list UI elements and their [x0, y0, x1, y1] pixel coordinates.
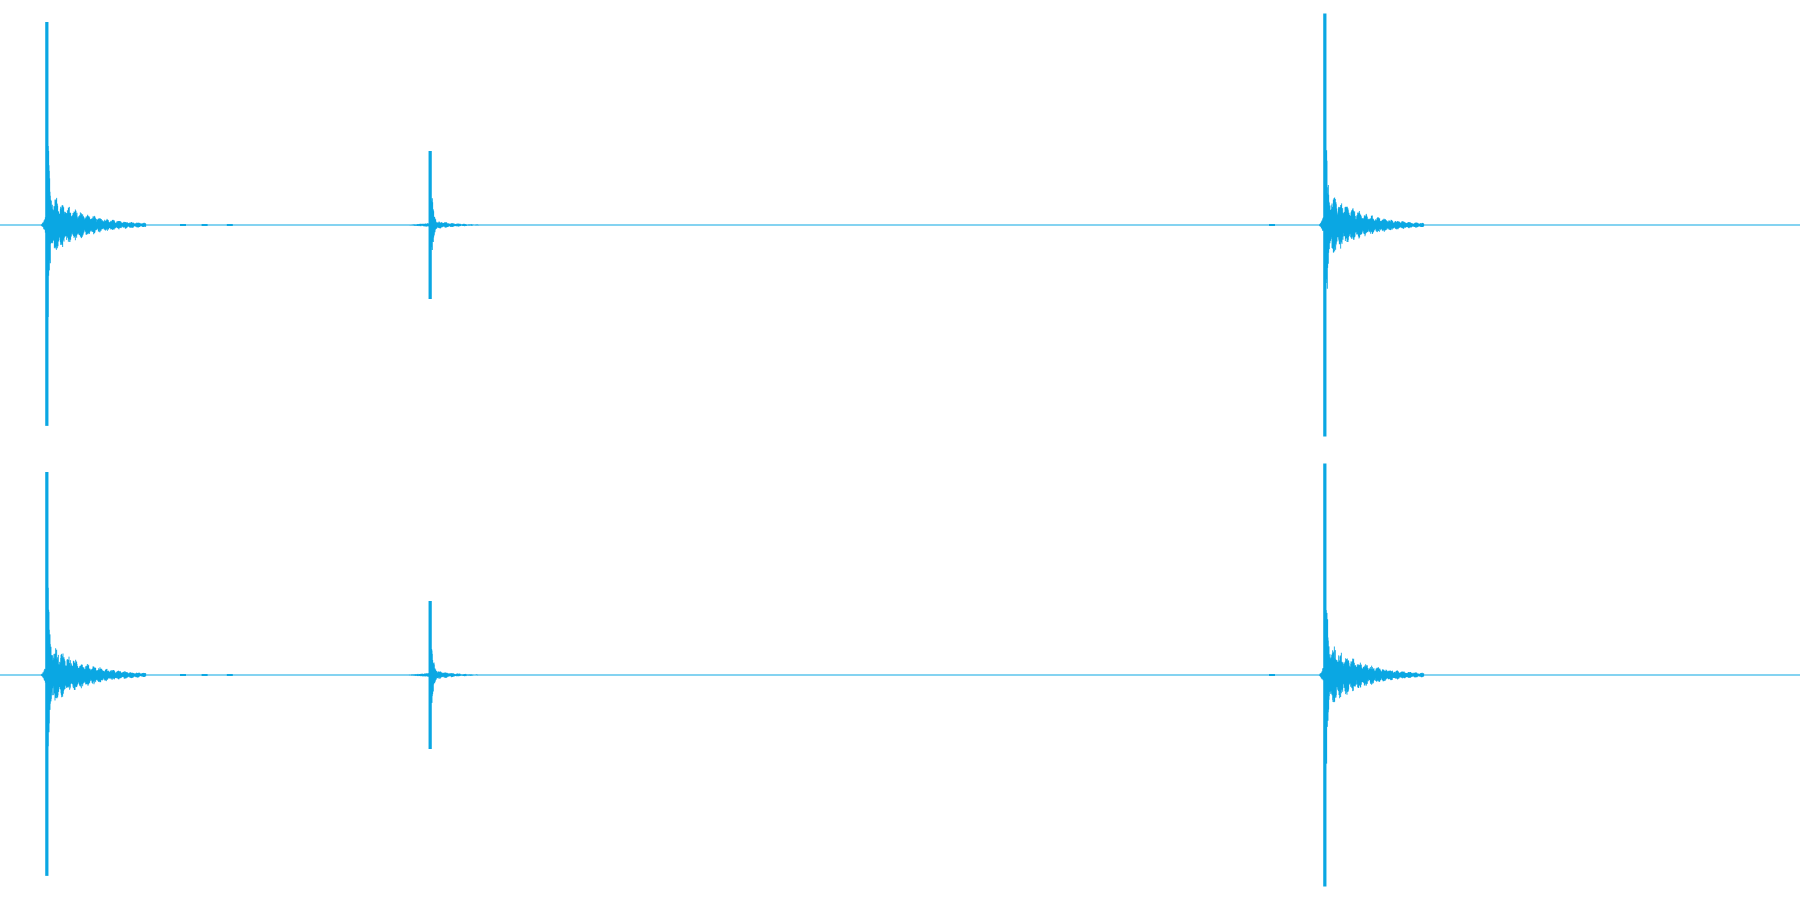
channel-2-transient-2: [396, 601, 494, 749]
channel-2-transient-1: [40, 472, 147, 876]
channel-2-waveform: [0, 463, 1800, 887]
channel-1-transient-2: [396, 151, 494, 299]
channel-1-transient-1: [40, 22, 147, 426]
channel-1-transient-3: [1318, 13, 1425, 437]
channel-1-waveform: [0, 13, 1800, 437]
channel-2-transient-3: [1318, 463, 1425, 887]
